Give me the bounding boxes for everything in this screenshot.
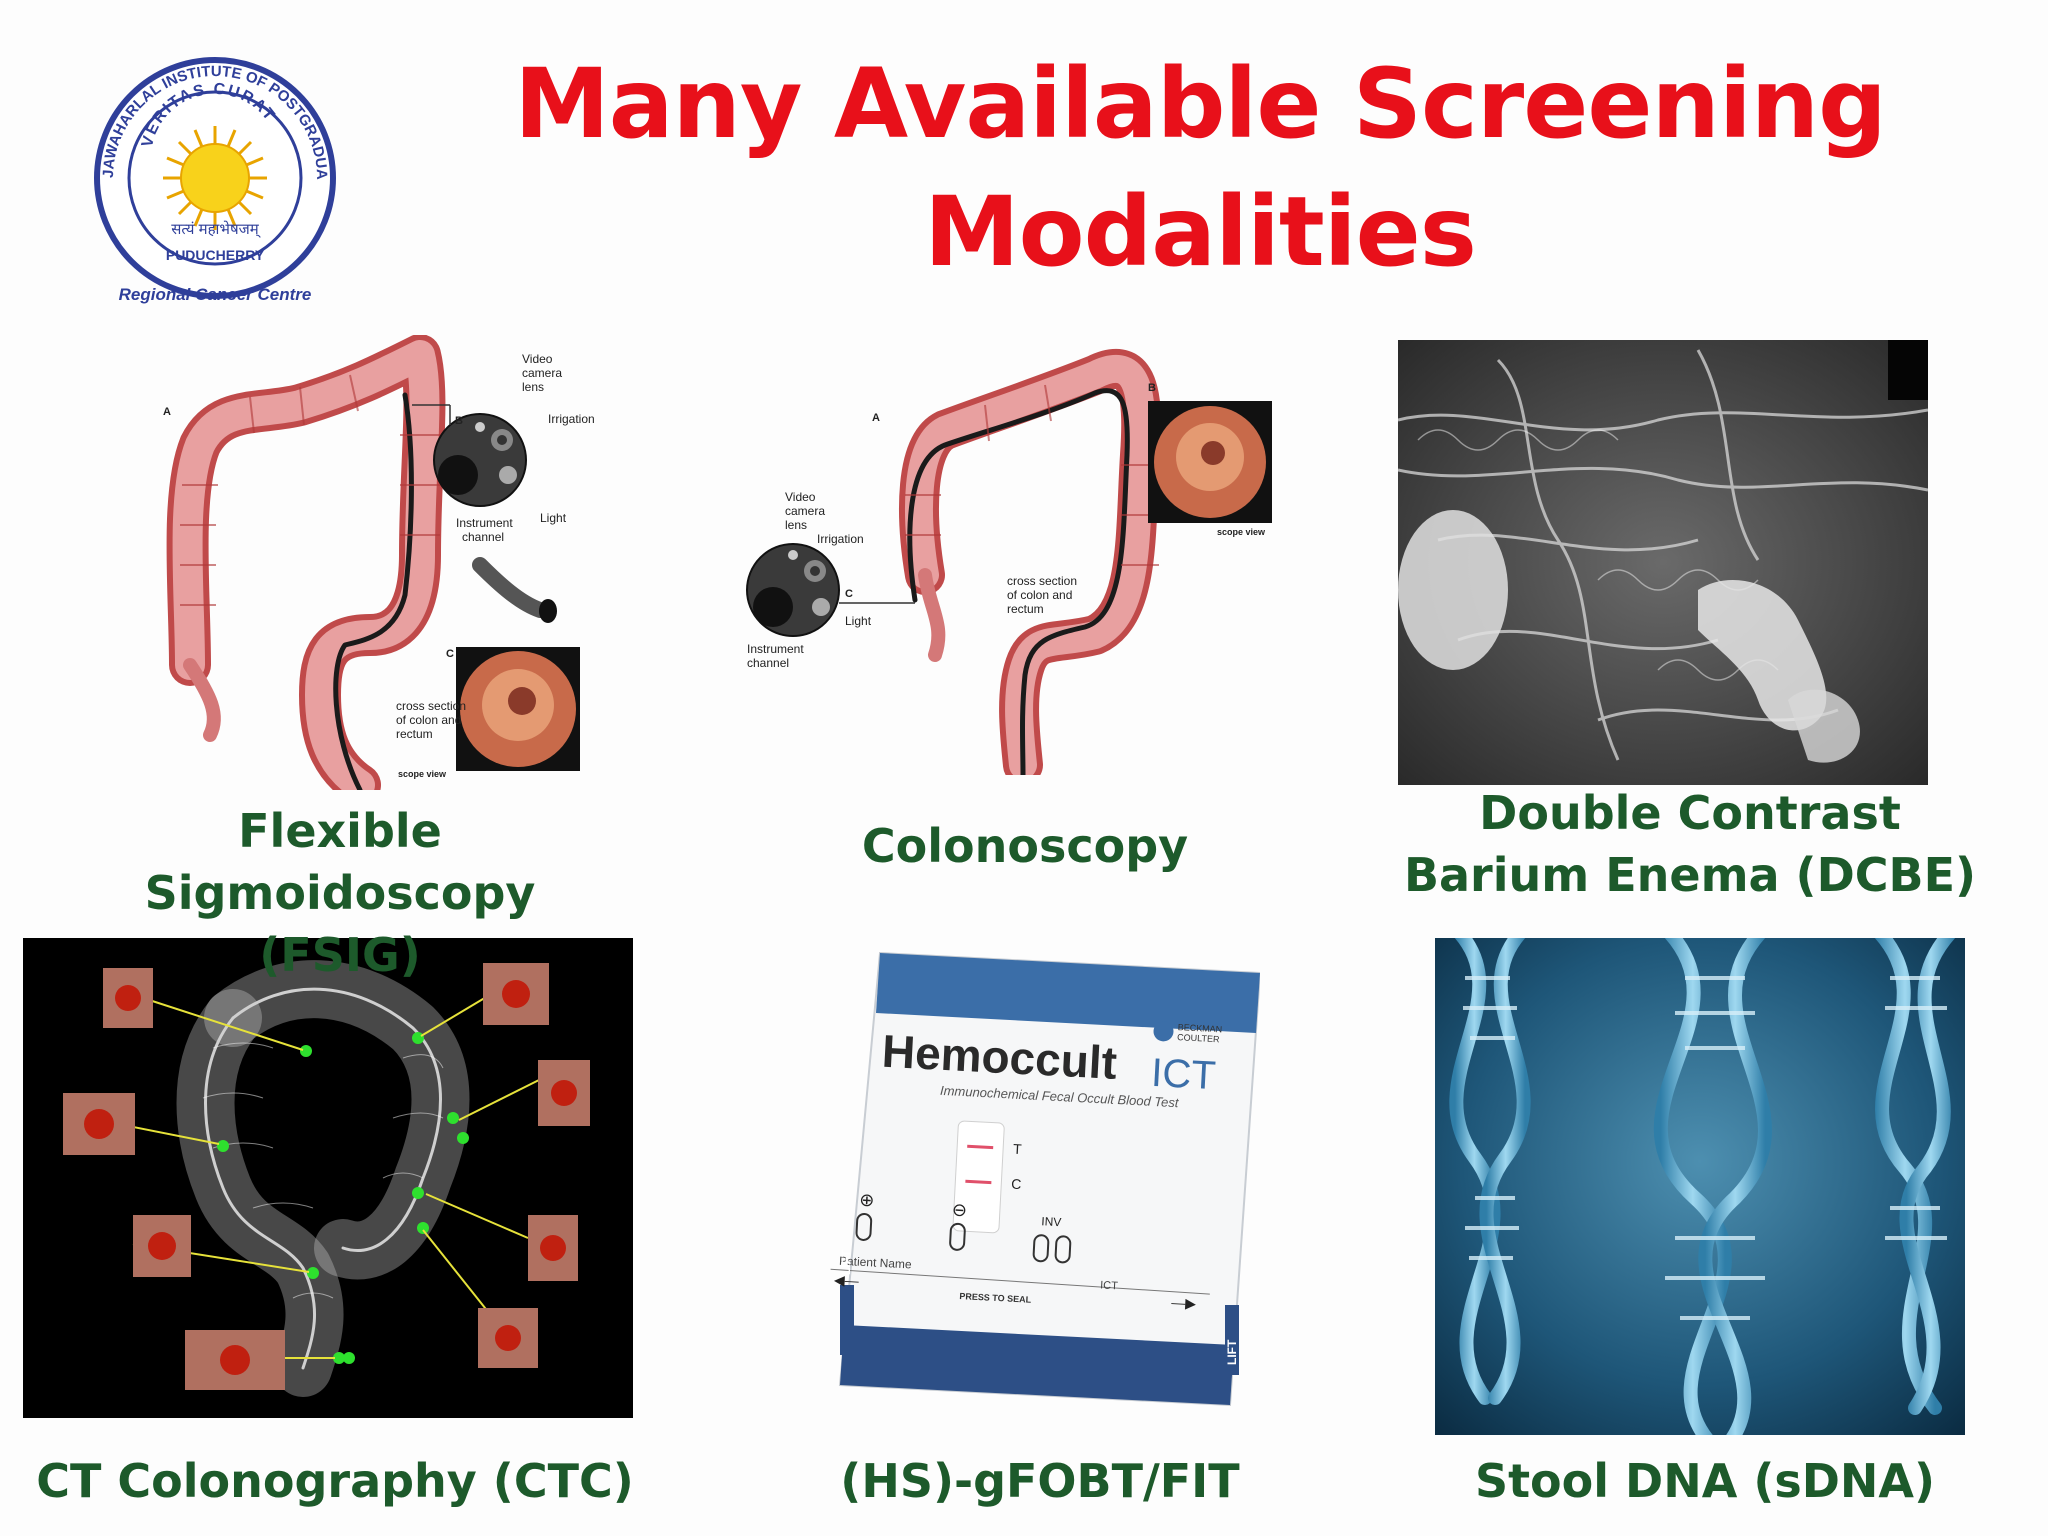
fsig-instr-1: Instrument	[456, 516, 513, 530]
hemoccult-suffix: ICT	[1150, 1051, 1217, 1098]
caption-fobt-text: (HS)-gFOBT/FIT	[840, 1454, 1240, 1508]
colonoscopy-video-2: camera	[785, 504, 825, 518]
lift-tab-right: LIFT	[1225, 1339, 1239, 1365]
colonoscopy-label-a: A	[872, 412, 880, 424]
dna-helix-image	[1435, 938, 1965, 1435]
fsig-video-1: Video	[522, 352, 553, 366]
colonoscopy-light: Light	[845, 614, 872, 628]
fsig-cross-2: of colon and	[396, 713, 461, 727]
fsig-instr-2: channel	[462, 530, 504, 544]
caption-ctc: CT Colonography (CTC)	[30, 1450, 640, 1512]
colonoscopy-instr-2: channel	[747, 656, 789, 670]
colonoscopy-cross-2: of colon and	[1007, 588, 1072, 602]
title-line-2: Modalities	[924, 176, 1477, 288]
control-line-label: C	[1011, 1176, 1022, 1193]
caption-colonoscopy: Colonoscopy	[760, 815, 1290, 877]
fsig-label-b: B	[455, 415, 463, 427]
hemoccult-test-card: Hemoccult ICT Immunochemical Fecal Occul…	[820, 945, 1260, 1420]
caption-ctc-text: CT Colonography (CTC)	[36, 1454, 634, 1508]
ict-small-label: ICT	[1100, 1279, 1119, 1292]
colonoscopy-cross-1: cross section	[1007, 574, 1077, 588]
caption-dcbe-line-1: Double Contrast	[1479, 786, 1901, 840]
ct-colonography-image	[23, 938, 633, 1418]
positive-window-icon: ⊕	[859, 1190, 875, 1211]
caption-sdna: Stool DNA (sDNA)	[1420, 1450, 1990, 1512]
lift-tab-left: LIFT	[839, 1249, 853, 1275]
endoscope-tip-diagram	[412, 404, 527, 507]
arrow-right-icon: —▶	[1171, 1294, 1197, 1311]
fsig-video-3: lens	[522, 380, 544, 394]
barium-enema-xray	[1398, 340, 1928, 785]
fsig-scope-view	[456, 647, 580, 771]
logo-place: PUDUCHERRY	[166, 247, 265, 263]
fsig-scope-label: scope view	[398, 769, 447, 779]
colonoscopy-label-c: C	[845, 588, 853, 600]
sigmoidoscopy-illustration: A B Video camera lens Irrigation Light I…	[150, 335, 610, 790]
colonoscopy-cross-3: rectum	[1007, 602, 1044, 616]
test-line-label: T	[1013, 1141, 1023, 1157]
inv-label: INV	[1041, 1214, 1062, 1229]
institute-logo: JAWAHARLAL INSTITUTE OF POSTGRADUATE MED…	[85, 38, 345, 310]
caption-fsig: Flexible Sigmoidoscopy (FSIG)	[40, 800, 640, 986]
colonoscopy-scope-view	[1148, 401, 1272, 523]
caption-dcbe: Double Contrast Barium Enema (DCBE)	[1380, 782, 2000, 906]
fsig-light: Light	[540, 511, 567, 525]
caption-dcbe-line-2: Barium Enema (DCBE)	[1403, 848, 1977, 902]
caption-colonoscopy-text: Colonoscopy	[861, 819, 1189, 873]
colonoscopy-instr-1: Instrument	[747, 642, 804, 656]
title-line-1: Many Available Screening	[514, 48, 1887, 160]
logo-hindi: सत्यं महाभेषजम्	[171, 220, 260, 238]
hemoccult-brand: Hemoccult	[881, 1025, 1119, 1089]
sun-icon	[163, 126, 267, 230]
logo-centre: Regional Cancer Centre	[119, 285, 312, 304]
negative-window-icon: ⊖	[951, 1200, 967, 1221]
slide-title: Many Available Screening Modalities	[480, 40, 1920, 296]
fsig-video-2: camera	[522, 366, 562, 380]
colonoscope-tip-diagram	[746, 543, 915, 637]
colonoscopy-label-b: B	[1148, 382, 1156, 394]
caption-fsig-line-1: Flexible Sigmoidoscopy	[144, 804, 536, 920]
colonoscopy-video-1: Video	[785, 490, 816, 504]
fsig-label-c: C	[446, 648, 454, 660]
fsig-cross-1: cross section	[396, 699, 466, 713]
patient-name-label: Patient Name	[839, 1254, 913, 1272]
colonoscopy-scope-label: scope view	[1217, 527, 1266, 537]
fsig-cross-3: rectum	[396, 727, 433, 741]
fsig-label-a: A	[163, 406, 171, 418]
colonoscopy-irrigation: Irrigation	[817, 532, 864, 546]
colonoscopy-video-3: lens	[785, 518, 807, 532]
arrow-left-icon: ◀—	[834, 1271, 860, 1288]
polyp-thumbnails	[63, 963, 590, 1390]
press-to-seal-label: PRESS TO SEAL	[959, 1291, 1032, 1305]
maker-line-2: COULTER	[1177, 1032, 1220, 1044]
fsig-irrigation: Irrigation	[548, 412, 595, 426]
maker-line-1: BECKMAN	[1177, 1022, 1222, 1034]
colonoscopy-illustration: A B scope view C Video camera lens Irrig…	[745, 335, 1280, 775]
caption-fsig-line-2: (FSIG)	[259, 928, 421, 982]
caption-fobt: (HS)-gFOBT/FIT	[780, 1450, 1300, 1512]
caption-sdna-text: Stool DNA (sDNA)	[1474, 1454, 1936, 1508]
